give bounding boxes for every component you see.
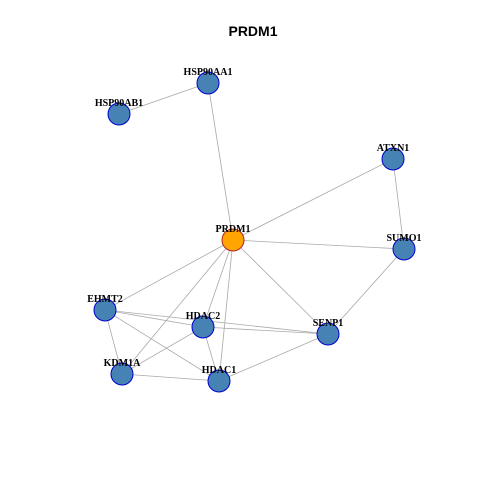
node-circle[interactable] <box>316 322 340 346</box>
edge-ehmt2-hdac1 <box>104 309 220 382</box>
node-circle[interactable] <box>110 362 134 386</box>
node-label: KDM1A <box>104 358 141 369</box>
edge-hdac2-senp1 <box>202 326 329 335</box>
node-sumo1[interactable]: SUMO1 <box>387 233 422 261</box>
node-label: HDAC2 <box>186 311 220 322</box>
edge-prdm1-ehmt2 <box>104 239 234 311</box>
node-senp1[interactable]: SENP1 <box>313 318 344 346</box>
node-label: HSP90AA1 <box>184 67 233 78</box>
node-circle[interactable] <box>196 71 220 95</box>
node-label: SENP1 <box>313 318 344 329</box>
edge-hsp90aa1-prdm1 <box>207 82 234 241</box>
node-prdm1[interactable]: PRDM1 <box>216 224 251 252</box>
node-label: PRDM1 <box>216 224 251 235</box>
edge-prdm1-kdm1a <box>121 239 234 375</box>
node-hsp90aa1[interactable]: HSP90AA1 <box>184 67 233 95</box>
edge-prdm1-senp1 <box>232 239 329 335</box>
node-circle[interactable] <box>191 315 215 339</box>
edge-kdm1a-hdac1 <box>121 373 220 382</box>
edge-prdm1-hdac1 <box>218 239 234 382</box>
edge-atxn1-prdm1 <box>232 158 394 241</box>
edge-senp1-hdac1 <box>218 333 329 382</box>
node-label: HSP90AB1 <box>95 98 143 109</box>
node-circle[interactable] <box>221 228 245 252</box>
node-label: SUMO1 <box>387 233 422 244</box>
node-label: EHMT2 <box>87 294 123 305</box>
edge-hdac2-kdm1a <box>121 326 204 375</box>
node-circle[interactable] <box>207 369 231 393</box>
graph-title: PRDM1 <box>228 23 277 39</box>
edge-ehmt2-hdac2 <box>104 309 204 328</box>
edge-atxn1-sumo1 <box>392 158 405 250</box>
node-label: ATXN1 <box>377 143 410 154</box>
node-kdm1a[interactable]: KDM1A <box>104 358 141 386</box>
edge-prdm1-sumo1 <box>232 239 405 250</box>
node-ehmt2[interactable]: EHMT2 <box>87 294 123 322</box>
edge-hsp90aa1-hsp90ab1 <box>118 82 209 115</box>
nodes-layer: PRDM1 HSP90AA1HSP90AB1ATXN1SUMO1EHMT2HDAC… <box>87 67 422 393</box>
node-label: HDAC1 <box>202 365 236 376</box>
node-atxn1[interactable]: ATXN1 <box>377 143 410 171</box>
node-circle[interactable] <box>381 147 405 171</box>
edge-sumo1-senp1 <box>327 248 405 335</box>
node-circle[interactable] <box>107 102 131 126</box>
edge-prdm1-hdac2 <box>202 239 234 328</box>
node-hdac2[interactable]: HDAC2 <box>186 311 220 339</box>
node-circle[interactable] <box>93 298 117 322</box>
edge-ehmt2-senp1 <box>104 309 329 335</box>
node-hdac1[interactable]: HDAC1 <box>202 365 236 393</box>
node-hsp90ab1[interactable]: HSP90AB1 <box>95 98 143 126</box>
edges-layer <box>104 82 405 382</box>
node-circle[interactable] <box>392 237 416 261</box>
